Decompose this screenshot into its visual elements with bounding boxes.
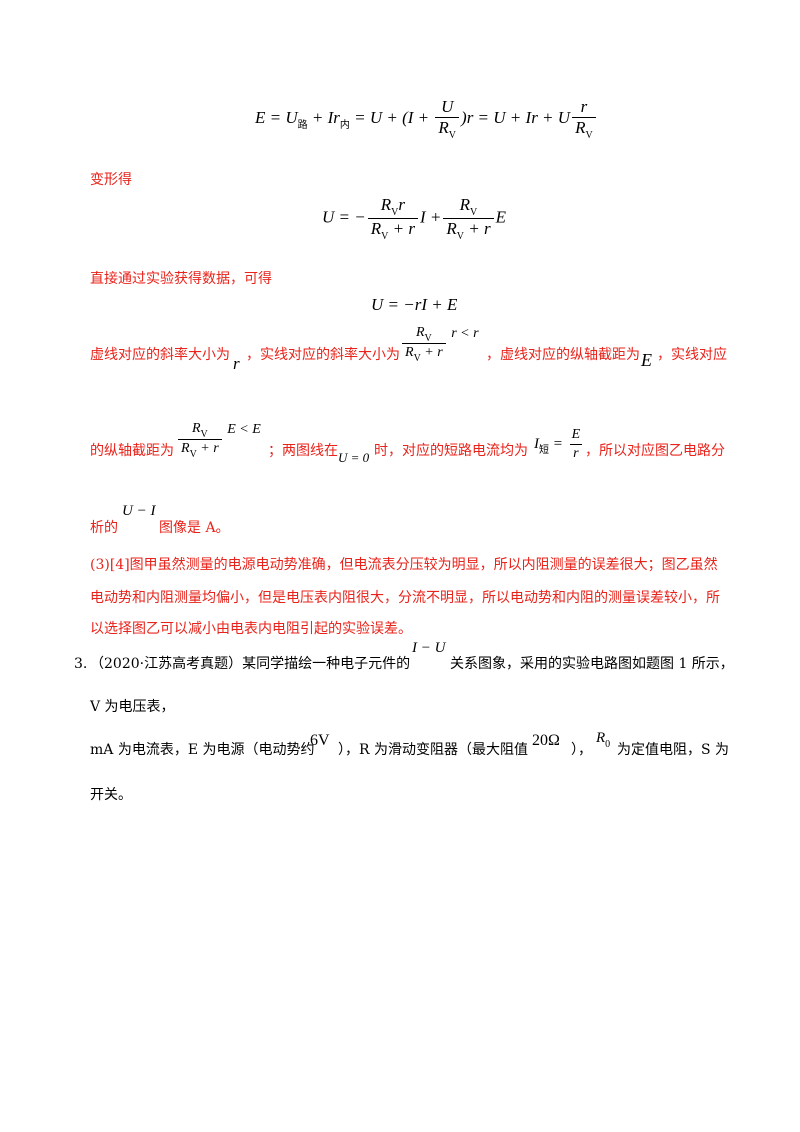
- question3-line1-b: 关系图象，采用的实验电路图如题图 1 所示，: [450, 656, 734, 672]
- text-intercept-line: 的纵轴截距为: [90, 443, 174, 459]
- text-part3-line3: 以选择图乙可以减小由电表内电阻引起的实验误差。: [90, 621, 412, 637]
- text-deform: 变形得: [90, 172, 132, 188]
- question-number: 3.: [74, 656, 88, 672]
- text-slope-line: 虚线对应的斜率大小为: [90, 347, 230, 363]
- text-slope-line-3: ，虚线对应的纵轴截距为: [486, 347, 640, 363]
- math-20-ohm: 20Ω: [532, 732, 560, 749]
- question3-line3-d: 为定值电阻，S 为: [617, 742, 730, 758]
- math-r0: R0: [596, 730, 611, 750]
- math-e: E: [641, 350, 652, 370]
- question3-line3-b: ），R 为滑动变阻器（最大阻值: [338, 742, 528, 758]
- text-direct-experiment: 直接通过实验获得数据，可得: [90, 271, 272, 287]
- question3-line2: V 为电压表，: [90, 699, 175, 715]
- math-u-minus-i: U − I: [122, 503, 156, 519]
- text-analysis-2: 图像是 A。: [159, 520, 230, 536]
- question3-line1-a: （2020·江苏高考真题）某同学描绘一种电子元件的: [90, 656, 411, 672]
- question3-line3-c: ），: [571, 742, 592, 758]
- equation-u-minus-ri: U = −rI + E: [371, 295, 458, 314]
- text-intercept-line-4: ，所以对应图乙电路分: [585, 443, 725, 459]
- text-intercept-line-2: ；两图线在: [268, 443, 338, 459]
- math-i-minus-u: I − U: [412, 640, 446, 656]
- text-slope-line-2: ，实线对应的斜率大小为: [246, 347, 400, 363]
- text-intercept-line-3: 时，对应的短路电流均为: [374, 443, 528, 459]
- text-slope-line-4: ，实线对应: [657, 347, 727, 363]
- question3-line4: 开关。: [90, 787, 132, 803]
- math-6v: 6V: [310, 732, 330, 749]
- math-r: r: [233, 354, 240, 373]
- text-part3-line2: 电动势和内阻测量均偏小，但是电压表内阻很大，分流不明显，所以电动势和内阻的测量误…: [90, 590, 720, 606]
- text-part3-line1: (3)[4]图甲虽然测量的电源电动势准确，但电流表分压较为明显，所以内阻测量的误…: [90, 557, 718, 573]
- text-analysis: 析的: [90, 520, 118, 536]
- math-u-equals-zero: U = 0: [338, 450, 370, 465]
- question3-line3-a: mA 为电流表，E 为电源（电动势约: [90, 742, 315, 758]
